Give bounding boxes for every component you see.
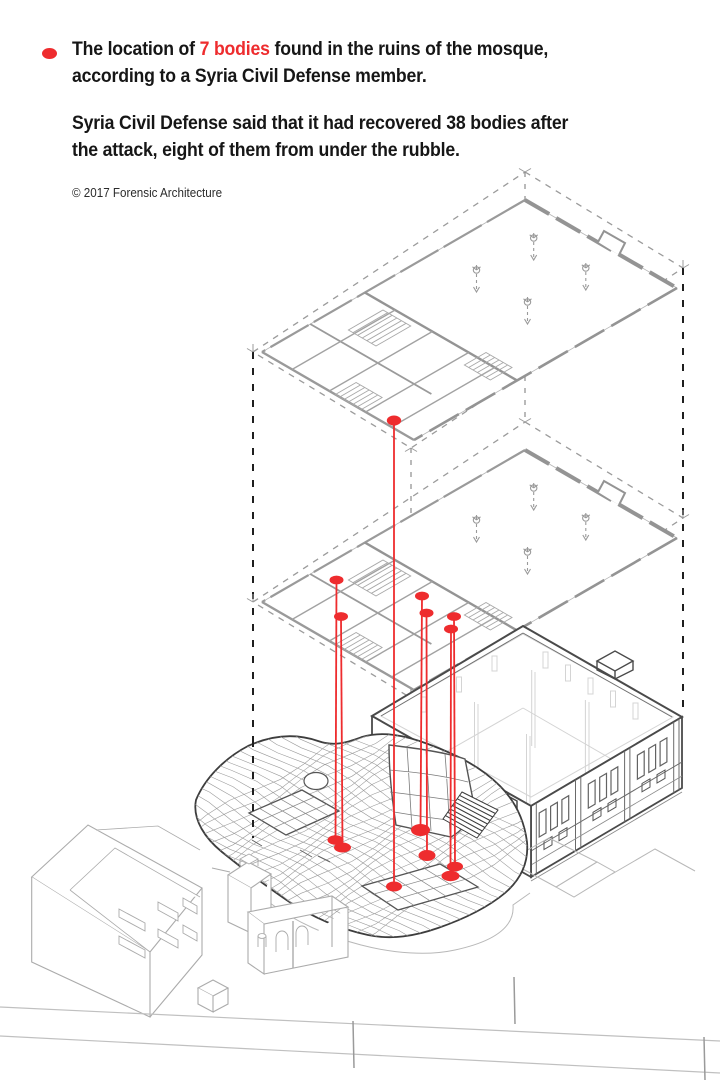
facade-windows <box>538 736 668 839</box>
body-3 <box>386 415 402 892</box>
dome-hole <box>303 771 329 791</box>
body-2-plan-dot <box>334 612 348 621</box>
body-5 <box>418 608 436 861</box>
neighbor-house <box>30 824 203 1018</box>
annotation-block: The location of 7 bodies found in the ru… <box>72 36 649 207</box>
roof-slab-fragment-left <box>247 789 341 836</box>
rooftop-mihrab-box <box>595 650 635 680</box>
body-2 <box>334 612 351 853</box>
body-7-ground-dot <box>441 870 460 882</box>
body-3-plan-dot <box>386 415 402 426</box>
body-location-legend-dot <box>42 48 57 59</box>
road <box>0 976 720 1080</box>
collapsed-staircase <box>442 791 499 839</box>
courtyard-structure <box>246 895 350 976</box>
annotation-line-4: the attack, eight of them from under the… <box>72 140 460 161</box>
body-4-plan-dot <box>415 591 429 601</box>
annotation-line-1: The location of 7 bodies found in the ru… <box>72 39 549 60</box>
body-2-ground-dot <box>334 842 351 853</box>
bodies-count-highlight: 7 bodies <box>199 39 270 60</box>
body-1-ground-dot <box>327 835 344 845</box>
copyright-credit: © 2017 Forensic Architecture <box>72 186 223 200</box>
street-poles <box>352 976 706 1080</box>
body-5-ground-dot <box>418 850 436 861</box>
annotation-paragraph-1: The location of 7 bodies found in the ru… <box>72 36 649 90</box>
body-5-plan-dot <box>419 608 434 618</box>
body-3-ground-dot <box>386 881 402 892</box>
body-1 <box>327 575 344 845</box>
rubble-collapsed-roof <box>194 733 529 939</box>
annotation-line-2: according to a Syria Civil Defense membe… <box>72 66 427 87</box>
body-1-plan-dot <box>329 575 344 585</box>
body-7-plan-dot <box>444 624 458 634</box>
body-4 <box>411 591 430 836</box>
body-4-ground-dot <box>411 824 430 836</box>
floor-plan-upper <box>262 200 677 440</box>
context-buildings <box>30 824 350 1018</box>
annotation-paragraph-2: Syria Civil Defense said that it had rec… <box>72 110 649 164</box>
debris-marks <box>251 839 331 863</box>
body-6-plan-dot <box>447 612 461 621</box>
annotation-line-3: Syria Civil Defense said that it had rec… <box>72 113 569 134</box>
site-ground-lines <box>269 837 696 954</box>
body-6-ground-dot <box>447 861 463 872</box>
body-location-pins <box>327 415 463 892</box>
tiny-shed <box>196 979 230 1013</box>
body-7 <box>441 624 460 882</box>
